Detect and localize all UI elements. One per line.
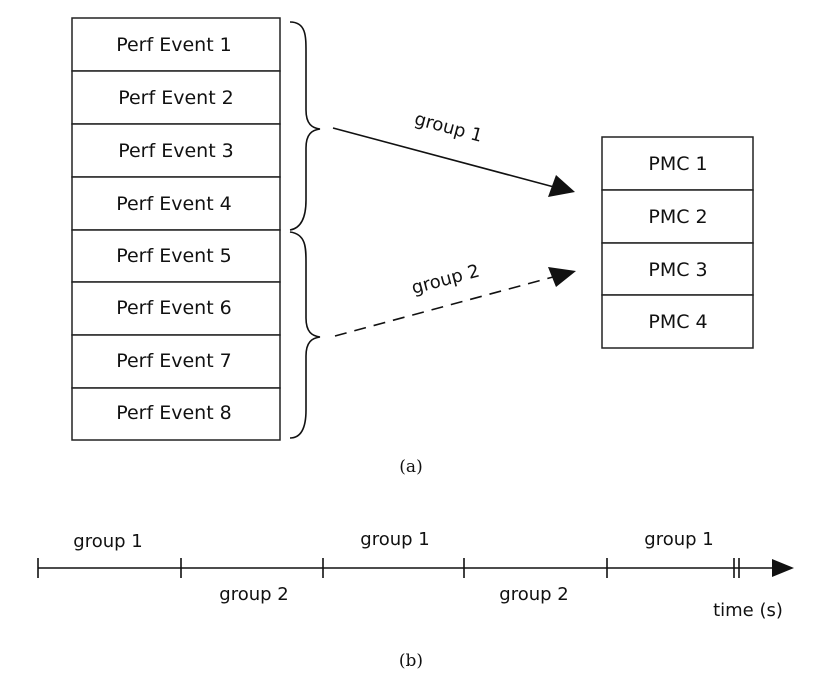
arrowhead-group-2 [548, 267, 576, 287]
perf-event-stack: Perf Event 1 Perf Event 2 Perf Event 3 P… [71, 17, 281, 441]
timeline: group 1 group 1 group 1 group 2 group 2 … [37, 529, 794, 621]
pmc-box-4 [601, 294, 754, 349]
pmc-box-3 [601, 242, 754, 296]
caption-a: (a) [399, 457, 422, 477]
perf-event-label-3: Perf Event 3 [118, 140, 234, 162]
pmc-label-1: PMC 1 [648, 153, 707, 175]
perf-event-label-4: Perf Event 4 [116, 193, 232, 215]
timeline-label-group-2-a: group 2 [219, 584, 288, 605]
perf-event-label-2: Perf Event 2 [118, 87, 234, 109]
pmc-label-4: PMC 4 [648, 311, 707, 333]
pmc-label-3: PMC 3 [648, 259, 707, 281]
timeline-label-group-1-c: group 1 [644, 529, 713, 550]
arrowhead-group-1 [548, 175, 575, 197]
perf-event-box-4 [71, 176, 281, 231]
group-1-arrow-label: group 1 [412, 109, 485, 147]
perf-event-label-5: Perf Event 5 [116, 245, 232, 267]
perf-event-label-7: Perf Event 7 [116, 350, 232, 372]
timeline-label-group-2-b: group 2 [499, 584, 568, 605]
perf-event-label-6: Perf Event 6 [116, 297, 232, 319]
arrow-group-2 [334, 276, 554, 337]
perf-event-box-3 [71, 123, 281, 178]
timeline-arrowhead [772, 559, 794, 577]
pmc-box-1 [601, 136, 754, 191]
brace-group-1 [289, 21, 321, 231]
perf-event-box-2 [71, 70, 281, 125]
perf-event-box-6 [71, 281, 281, 336]
pmc-label-2: PMC 2 [648, 206, 707, 228]
pmc-stack: PMC 1 PMC 2 PMC 3 PMC 4 [601, 136, 754, 349]
perf-event-label-1: Perf Event 1 [116, 34, 232, 56]
perf-event-label-8: Perf Event 8 [116, 402, 232, 424]
caption-b: (b) [399, 651, 423, 671]
timeline-label-group-1-b: group 1 [360, 529, 429, 550]
perf-event-box-1 [71, 17, 281, 72]
timeline-label-group-1-a: group 1 [73, 531, 142, 552]
timeline-axis-label: time (s) [713, 600, 783, 621]
brace-group-2 [289, 231, 321, 439]
group-2-arrow-label: group 2 [409, 261, 482, 299]
perf-event-box-8 [71, 387, 281, 441]
arrow-group-1 [332, 127, 555, 188]
